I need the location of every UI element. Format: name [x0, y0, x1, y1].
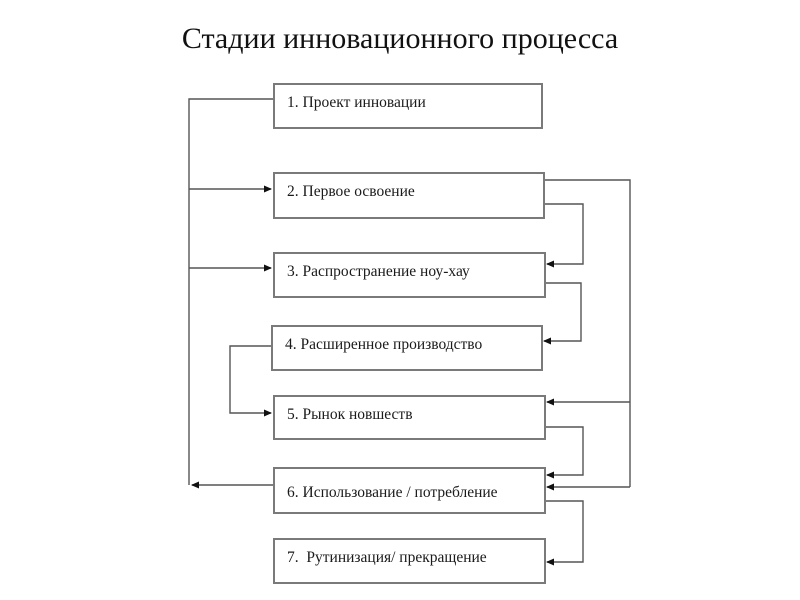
stage-box-3: 3. Распространение ноу-хау	[273, 252, 546, 298]
connector-1-trunk	[188, 98, 273, 485]
connector-2-outer-trunk	[545, 179, 631, 487]
stage-label: 3. Распространение ноу-хау	[287, 263, 470, 280]
stage-label: 1. Проект инновации	[287, 94, 426, 111]
stage-box-4: 4. Расширенное производство	[271, 325, 543, 371]
stage-box-5: 5. Рынок новшеств	[273, 395, 546, 440]
stage-label: 6. Использование / потребление	[287, 484, 498, 501]
connector-5-to-6	[545, 426, 584, 479]
stage-label: 2. Первое освоение	[287, 183, 415, 200]
stage-label: 5. Рынок новшеств	[287, 406, 413, 423]
connector-3-to-4	[543, 282, 582, 345]
stage-label: 7. Рутинизация/ прекращение	[287, 549, 487, 566]
connector-2-to-3	[545, 203, 584, 268]
stage-box-1: 1. Проект инновации	[273, 83, 543, 129]
connector-4-to-5	[229, 345, 272, 417]
diagram-title: Стадии инновационного процесса	[181, 22, 619, 55]
stage-label: 4. Расширенное производство	[285, 336, 483, 353]
connector-6-to-7	[545, 500, 584, 566]
stage-box-2: 2. Первое освоение	[273, 172, 545, 219]
stage-box-6: 6. Использование / потребление	[273, 467, 546, 514]
stage-box-7: 7. Рутинизация/ прекращение	[273, 538, 546, 584]
